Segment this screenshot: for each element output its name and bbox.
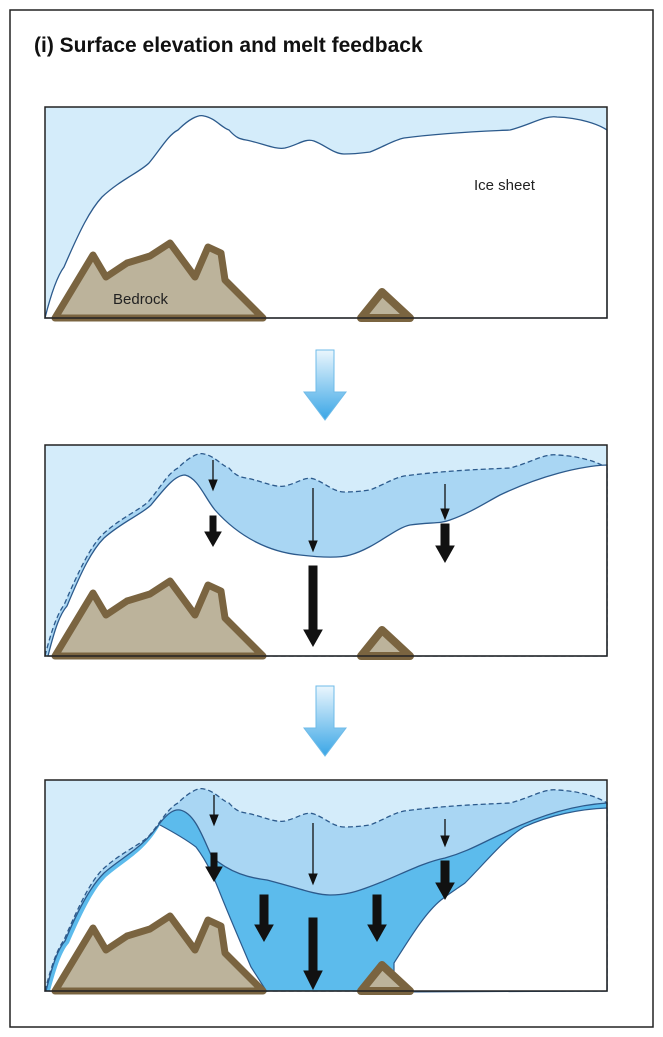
panel-surface-lowering	[44, 444, 608, 657]
thick-arrow	[367, 894, 387, 943]
melt-arrows	[205, 795, 455, 991]
down-arrow-icon	[303, 349, 347, 421]
panel-border	[44, 106, 608, 319]
thin-arrow-head	[308, 873, 318, 886]
thin-arrow-head	[209, 814, 219, 827]
thin-arrow-head	[440, 508, 450, 521]
bedrock-label: Bedrock	[113, 291, 169, 308]
ice-sheet-label: Ice sheet	[474, 177, 536, 194]
thick-arrow	[435, 860, 455, 901]
thick-arrow	[205, 852, 223, 883]
panel-border	[44, 779, 608, 992]
thick-arrow	[435, 523, 455, 564]
thick-arrow	[204, 515, 222, 548]
melt-arrows	[204, 460, 455, 648]
panel-feedback-amplified	[44, 779, 608, 993]
thin-arrow-head	[208, 479, 218, 492]
thick-arrow	[254, 894, 274, 943]
thick-arrow	[303, 565, 323, 648]
panel-border	[44, 444, 608, 657]
thin-arrow-head	[440, 835, 450, 848]
panel-initial-state: Ice sheet Bedrock	[44, 106, 608, 319]
down-arrow-icon	[303, 685, 347, 757]
figure-title: (i) Surface elevation and melt feedback	[34, 34, 423, 57]
thin-arrow-head	[308, 540, 318, 553]
thick-arrow	[303, 917, 323, 991]
ice-sheet-remaining-right	[393, 807, 608, 993]
